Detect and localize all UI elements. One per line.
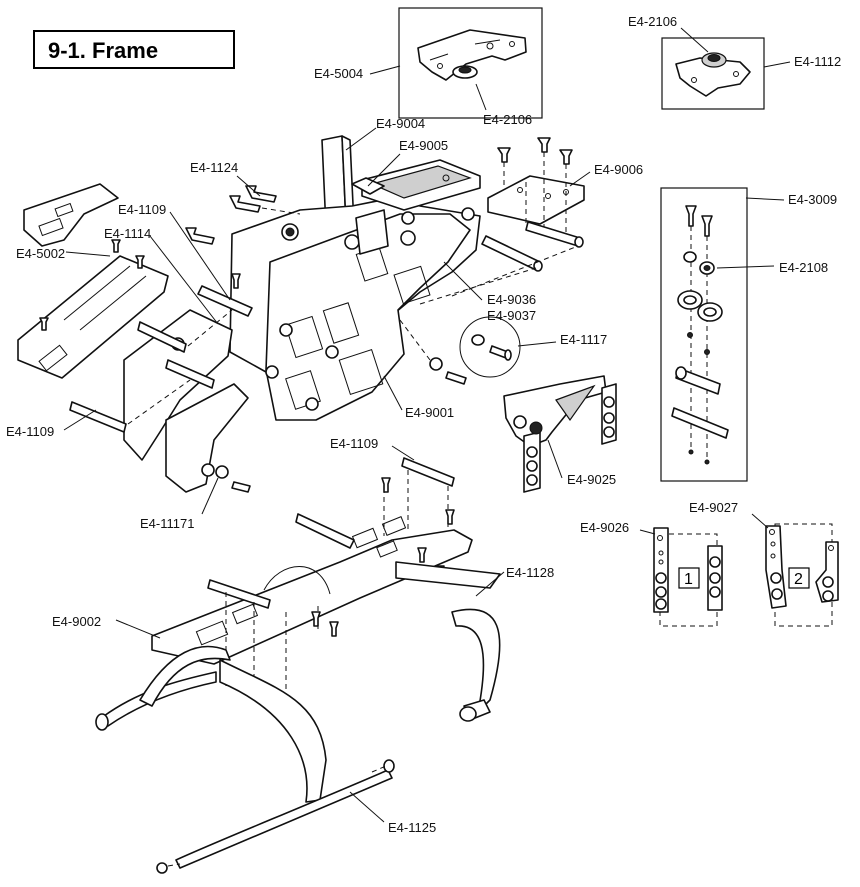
screws-e4-1124 [185,185,301,245]
label-e4-1109-b: E4-1109 [6,424,54,439]
label-e4-2108: E4-2108 [779,260,828,275]
label-e4-11171: E4-11171 [140,516,194,531]
option-e4-9026: 1 [653,527,723,627]
label-e4-9004: E4-9004 [376,116,425,131]
label-e4-5004: E4-5004 [314,66,363,81]
label-e4-9027: E4-9027 [689,500,738,515]
label-e4-1124: E4-1124 [190,160,238,175]
inset-e4-1112 [661,37,765,110]
label-e4-1114: E4-1114 [104,226,151,241]
bracket-e4-9025 [503,375,617,493]
label-e4-1109-c: E4-1109 [330,436,378,451]
plate-e4-9006 [419,137,585,305]
tray-e4-5002 [17,183,253,493]
label-e4-1128: E4-1128 [506,565,554,580]
leader-lines [63,27,791,823]
label-e4-9026: E4-9026 [580,520,629,535]
landing-gear-e4-1128 [95,561,501,874]
label-e4-5002: E4-5002 [16,246,65,261]
label-e4-9002: E4-9002 [52,614,101,629]
option-e4-9027: 2 [765,523,839,627]
inset-e4-5004 [398,7,543,119]
label-e4-9005: E4-9005 [399,138,448,153]
label-e4-9037: E4-9037 [487,308,536,323]
page-title: 9-1. Frame [48,38,158,63]
title-box: 9-1. Frame [33,30,235,69]
main-frame-e4-9001 [219,135,481,421]
label-e4-9001: E4-9001 [405,405,454,420]
label-e4-1109-a: E4-1109 [118,202,166,217]
label-e4-1125: E4-1125 [388,820,436,835]
label-e4-1117: E4-1117 [560,332,607,347]
label-e4-2106-right: E4-2106 [628,14,677,29]
option-number-2: 2 [794,571,803,588]
part-labels: E4-5004 E4-2106 E4-2106 E4-1112 E4-9004 … [6,14,841,835]
detail-e4-1117 [399,316,521,385]
label-e4-9006: E4-9006 [594,162,643,177]
option-number-1: 1 [684,571,693,588]
label-e4-1112: E4-1112 [794,54,841,69]
label-e4-3009: E4-3009 [788,192,837,207]
label-e4-2106-top: E4-2106 [483,112,532,127]
label-e4-9036: E4-9036 [487,292,536,307]
screws-misc [215,273,251,493]
inset-e4-3009 [660,187,748,482]
label-e4-9025: E4-9025 [567,472,616,487]
